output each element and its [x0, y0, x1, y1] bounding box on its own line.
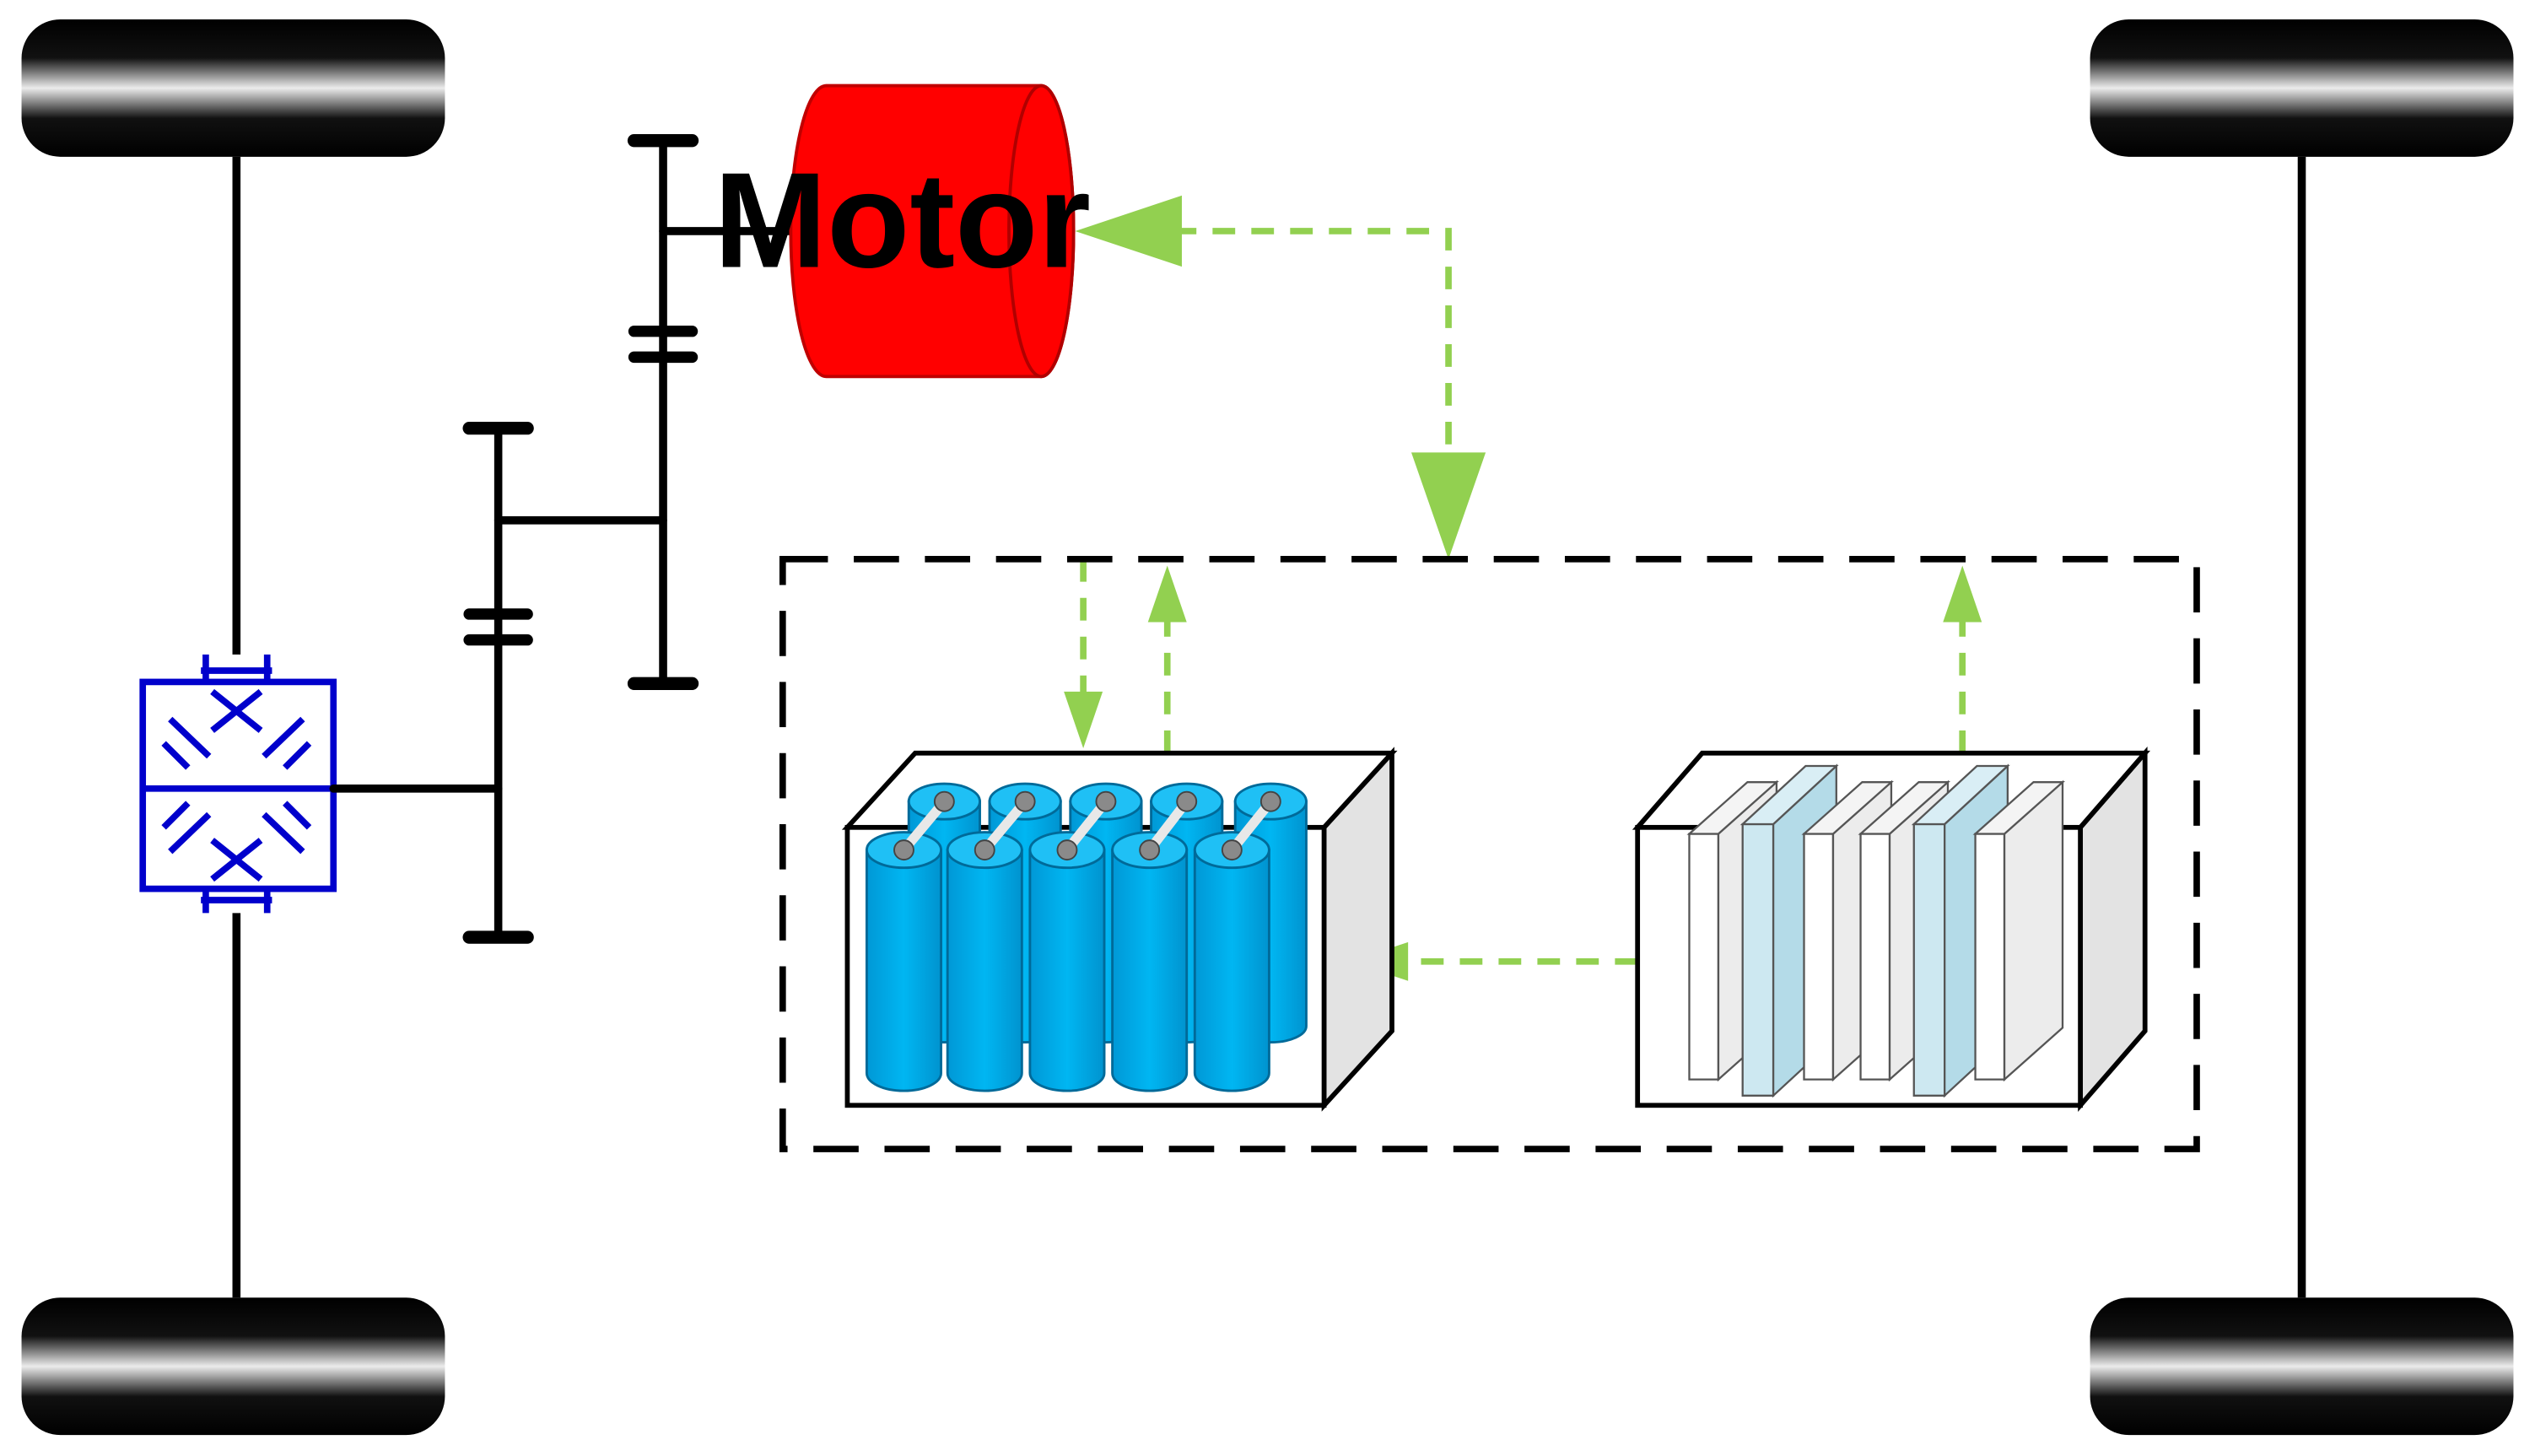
- wheel-icon: [21, 19, 445, 157]
- motor-label: Motor: [714, 144, 1091, 296]
- wheel-icon: [2090, 1297, 2514, 1436]
- arrow-out-battery: [1147, 565, 1187, 623]
- wheel-front-left: [21, 19, 445, 157]
- wheel-icon: [2090, 19, 2514, 157]
- motor-flow-line: [1173, 228, 1452, 461]
- arrow-out-fuel-cell: [1943, 565, 1982, 623]
- battery-connectors: [893, 790, 1281, 861]
- differential-gear-icon: [139, 654, 337, 914]
- fuel-cell-plates: [1686, 763, 2066, 1098]
- arrow-heads: [1064, 195, 1982, 981]
- arrow-into-battery: [1064, 691, 1103, 748]
- energy-flow-arrows: [1080, 228, 1966, 965]
- battery-cells-front: [865, 831, 1270, 1092]
- energy-system-boundary: [779, 555, 2200, 1152]
- motor: Motor: [714, 84, 1091, 379]
- wheel-icon: [21, 1297, 445, 1436]
- arrow-to-junction: [1410, 452, 1486, 559]
- fuel-cell-stack-icon: [1632, 747, 2151, 1112]
- wheel-rear-right: [2090, 1297, 2514, 1436]
- wheel-front-right: [2090, 19, 2514, 157]
- wheel-rear-left: [21, 1297, 445, 1436]
- battery-pack-icon: [841, 747, 1398, 1112]
- gear-train: [329, 133, 794, 944]
- arrow-to-motor: [1075, 195, 1182, 267]
